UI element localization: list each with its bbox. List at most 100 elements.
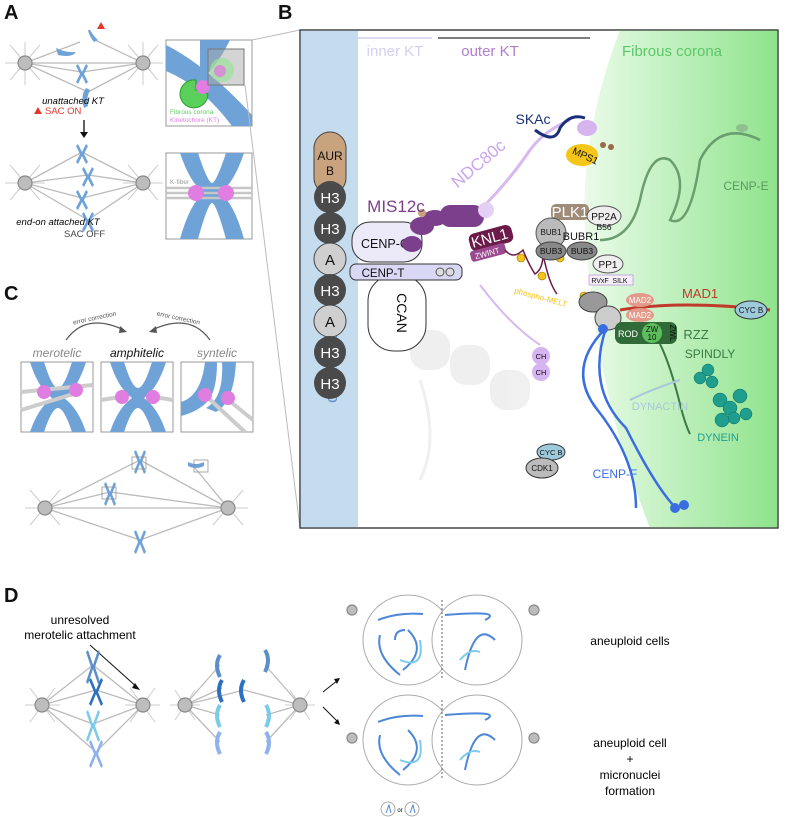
cenp-c-label: CENP-C	[361, 237, 409, 251]
mps1	[566, 144, 598, 166]
ndc80-fiber	[478, 118, 571, 212]
arrow-head	[80, 132, 88, 138]
histone-h3: H3	[320, 190, 339, 207]
centrosome	[17, 175, 33, 191]
outcome-arrow	[322, 706, 339, 723]
or-label: or	[397, 808, 402, 814]
panel-label-c: C	[4, 283, 18, 305]
ch-domain-label: CH	[536, 352, 547, 361]
sac-off-label: SAC OFF	[64, 229, 105, 240]
dynactin-label: DYNACTIN	[632, 401, 688, 413]
skac-label: SKAc	[515, 111, 550, 127]
spindle-metaphase	[5, 144, 163, 232]
outcome2-label: +	[626, 752, 633, 766]
outcome2-label: formation	[605, 784, 655, 798]
unattached-kt-label: unattached KT	[42, 96, 105, 107]
cyclin-b-label: CYC B	[739, 306, 763, 315]
mis12c-label: MIS12c	[367, 197, 425, 216]
inner-kt-label: inner KT	[367, 43, 424, 60]
histone-h3: H3	[320, 376, 339, 393]
ch-domain-label: CH	[536, 368, 547, 377]
pp2a-label: PP2A	[591, 212, 617, 223]
aneuploid-cells-label: aneuploid cells	[590, 634, 669, 648]
fibrous-corona-legend: Fibrous corona	[170, 109, 214, 116]
zwilch-label: ZWL	[668, 325, 677, 342]
merotelic-label: merotelic	[33, 346, 82, 360]
bub3-label: BUB3	[540, 246, 562, 256]
bub3-label: BUB3	[571, 246, 593, 256]
warning-icon	[34, 107, 42, 114]
melt-chain	[504, 248, 558, 295]
chromosome	[82, 88, 90, 108]
sac-on-label: SAC ON	[45, 106, 82, 117]
mad2-label: MAD2	[629, 311, 652, 320]
dynein-complex	[693, 363, 753, 428]
spindle-prometaphase	[5, 22, 163, 108]
mis12c-complex	[402, 205, 484, 252]
syntelic-inset	[180, 361, 255, 434]
centrosome	[135, 55, 151, 71]
outcome2-label: micronuclei	[600, 768, 661, 782]
zoom-line	[251, 29, 301, 41]
cdk1-label: CDK1	[531, 464, 553, 473]
plk1	[551, 204, 589, 220]
cenp-e-label: CENP-E	[723, 179, 768, 193]
spindle-anaphase-2	[170, 648, 315, 755]
rzz-label: RZZ	[683, 327, 708, 342]
end-on-kt-label: end-on attached KT	[16, 217, 101, 228]
cenp-f-fiber	[581, 327, 677, 509]
outer-kt-label: outer KT	[461, 43, 519, 60]
panel-c: error correction error correction merote…	[20, 310, 255, 554]
amphitelic-label: amphitelic	[110, 346, 164, 360]
panel-d: unresolved merotelic attachment	[24, 594, 670, 817]
cenp-a: A	[325, 252, 335, 269]
zw10-label: ZW	[646, 325, 659, 334]
rod-label: ROD	[618, 329, 639, 339]
cenp-a: A	[325, 314, 335, 331]
knl1	[468, 224, 514, 252]
kinetochore-legend: Kinetochore (KT)	[170, 117, 219, 124]
centrosome	[17, 55, 33, 71]
cenp-f-label: CENP-F	[593, 467, 638, 481]
panel-label-d: D	[4, 585, 18, 607]
spindle-attachment-errors	[25, 450, 248, 554]
chromosome	[56, 48, 76, 56]
cenp-c	[351, 221, 423, 263]
warning-icon	[97, 22, 105, 29]
bub1-label: BUB1	[541, 228, 562, 237]
cenp-t-label: CENP-T	[362, 268, 405, 280]
histone-h3: H3	[320, 221, 339, 238]
centrosome	[135, 175, 151, 191]
zw10-label: 10	[648, 333, 657, 342]
chromosome	[88, 30, 98, 42]
amphitelic-inset	[100, 361, 174, 433]
zoom-line	[244, 84, 301, 529]
spindle-anaphase-1	[25, 650, 160, 768]
cenp-e-fiber	[599, 132, 761, 242]
error-correction-arrow	[151, 322, 211, 341]
inset-attached	[165, 152, 253, 240]
pp1-label: PP1	[599, 260, 618, 271]
error-correction-arrow	[65, 322, 125, 341]
histone-column: AUR B H3 H3 A H3 A H3 H3	[313, 131, 347, 399]
rvxf-label: RVxF	[591, 278, 608, 285]
panel-label-b: B	[278, 2, 292, 24]
histone-h3: H3	[320, 283, 339, 300]
chromosome	[76, 64, 88, 84]
merotelic-inset	[20, 361, 94, 433]
panel-label-a: A	[4, 2, 18, 24]
mad1-label: MAD1	[682, 286, 718, 301]
aurora-b-label: AUR	[317, 149, 343, 163]
mad2-label: MAD2	[629, 296, 652, 305]
ska-complex	[534, 115, 586, 139]
unresolved-label: merotelic attachment	[24, 628, 136, 642]
bubr1-label: BUBR1	[563, 231, 600, 243]
silk-label: SILK	[612, 278, 628, 285]
spindly-label: SPINDLY	[685, 347, 735, 361]
syntelic-label: syntelic	[197, 346, 237, 360]
histone-h3: H3	[320, 345, 339, 362]
daughter-cells-aneuploid	[346, 594, 540, 686]
dynein-label: DYNEIN	[697, 432, 739, 444]
ccan-label: CCAN	[394, 293, 410, 333]
